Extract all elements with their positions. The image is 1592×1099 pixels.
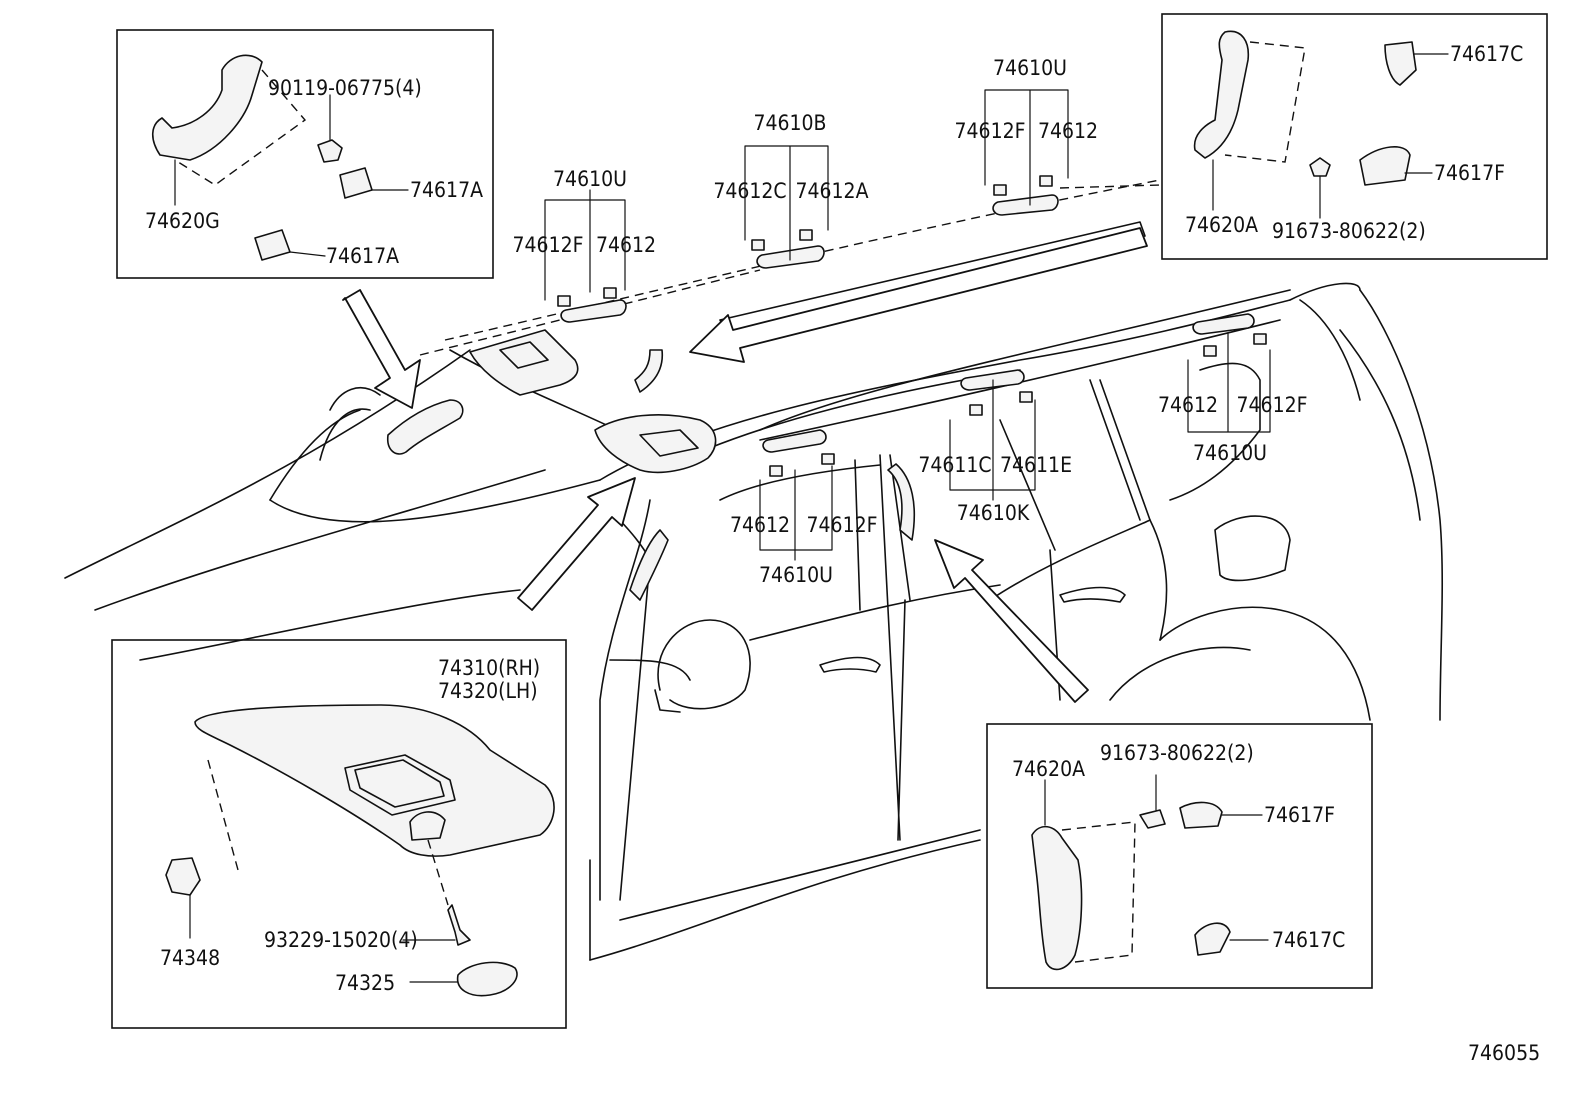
grab-handles-vehicle xyxy=(386,194,1255,455)
inset-top-right: 74617C 74617F 74620A 91673-80622(2) xyxy=(1161,13,1548,260)
label-inset-br-cover-f: 74617F xyxy=(1264,803,1335,827)
label-g1-assy: 74610U xyxy=(553,167,627,191)
label-inset-tr-cover-f: 74617F xyxy=(1434,161,1505,185)
inset-bottom-right: 74620A 91673-80622(2) 74617F 74617C xyxy=(986,723,1373,989)
label-inset-br-handle: 74620A xyxy=(1012,757,1085,781)
label-inset-tr-handle: 74620A xyxy=(1185,213,1258,237)
label-g5-left: 74611C xyxy=(918,453,991,477)
label-inset-br-cover-c: 74617C xyxy=(1272,928,1345,952)
label-g3-assy: 74610U xyxy=(993,56,1067,80)
label-inset-tl-handle: 74620G xyxy=(145,209,220,233)
label-inset-tr-cover-c: 74617C xyxy=(1450,42,1523,66)
label-visor-holder: 74348 xyxy=(160,946,220,970)
diagram-number: 746055 xyxy=(1468,1041,1540,1065)
label-g3-right: 74612 xyxy=(1038,119,1098,143)
vehicle-outline xyxy=(64,179,1444,961)
direction-arrows xyxy=(342,227,1148,703)
label-g4-assy: 74610U xyxy=(759,563,833,587)
callout-group-5: 74610K 74611C 74611E xyxy=(918,379,1072,525)
label-g5-assy: 74610K xyxy=(957,501,1030,525)
label-g4-left: 74612 xyxy=(730,513,790,537)
label-g6-left: 74612 xyxy=(1158,393,1218,417)
label-inset-tr-screw: 91673-80622(2) xyxy=(1272,219,1426,243)
label-g4-right: 74612F xyxy=(807,513,878,537)
label-g2-left: 74612C xyxy=(713,179,786,203)
visor-on-vehicle xyxy=(469,329,717,474)
label-g1-left: 74612F xyxy=(513,233,584,257)
label-g2-assy: 74610B xyxy=(753,111,826,135)
callout-group-1: 74610U 74612F 74612 xyxy=(513,167,656,301)
callout-group-3: 74610U 74612F 74612 xyxy=(955,56,1098,206)
label-inset-tl-bolt: 90119-06775(4) xyxy=(268,76,422,100)
callout-group-4: 74610U 74612 74612F xyxy=(730,465,878,587)
label-visor-rh: 74310(RH) xyxy=(438,656,540,680)
label-visor-lh: 74320(LH) xyxy=(438,679,538,703)
label-visor-cap: 74325 xyxy=(335,971,395,995)
label-g6-right: 74612F xyxy=(1237,393,1308,417)
label-inset-br-screw: 91673-80622(2) xyxy=(1100,741,1254,765)
label-g2-right: 74612A xyxy=(795,179,868,203)
label-g6-assy: 74610U xyxy=(1193,441,1267,465)
label-inset-tl-cover-a1: 74617A xyxy=(410,178,483,202)
label-inset-tl-cover-a2: 74617A xyxy=(326,244,399,268)
callout-group-6: 74610U 74612 74612F xyxy=(1158,332,1308,465)
inset-top-left: 90119-06775(4) 74617A 74620G 74617A xyxy=(116,29,494,279)
label-g1-right: 74612 xyxy=(596,233,656,257)
label-g5-right: 74611E xyxy=(1000,453,1072,477)
inset-bottom-left: 74310(RH) 74320(LH) 74348 93229-15020(4)… xyxy=(111,639,567,1029)
label-visor-screw: 93229-15020(4) xyxy=(264,928,418,952)
callout-group-2: 74610B 74612C 74612A xyxy=(713,111,869,261)
clips xyxy=(557,175,1267,477)
label-g3-left: 74612F xyxy=(955,119,1026,143)
